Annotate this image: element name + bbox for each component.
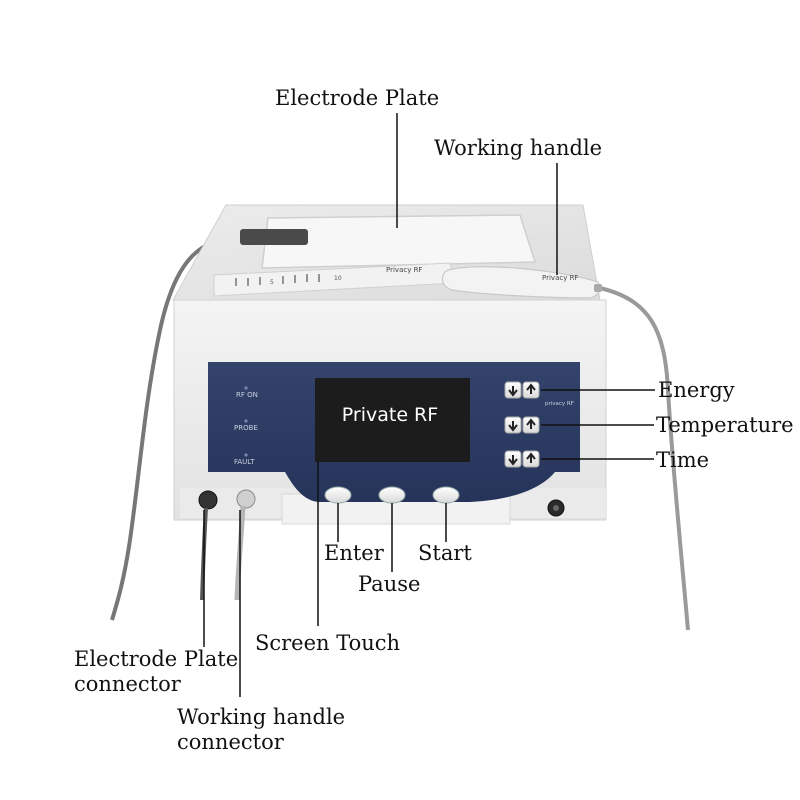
electrode-plate-cable bbox=[110, 234, 243, 621]
touch-screen[interactable] bbox=[315, 378, 470, 462]
indicator-rf-on: RF ON bbox=[236, 391, 258, 399]
plate-scale-10: 10 bbox=[334, 275, 342, 282]
label-start: Start bbox=[418, 541, 472, 565]
energy-buttons bbox=[504, 381, 540, 399]
working-handle-connector[interactable] bbox=[236, 489, 256, 509]
label-electrode-plate-connector: Electrode Plate connector bbox=[74, 647, 239, 696]
rf-on-led bbox=[244, 386, 248, 390]
label-working-handle: Working handle bbox=[434, 136, 603, 160]
plate-brand-text: Privacy RF bbox=[386, 266, 422, 274]
electrode-plate-clip bbox=[240, 229, 308, 245]
power-knob-center bbox=[553, 505, 559, 511]
label-working-handle-connector: Working handle connector bbox=[177, 705, 346, 754]
label-electrode-plate: Electrode Plate bbox=[275, 86, 440, 110]
pause-button[interactable] bbox=[378, 486, 406, 504]
label-screen-touch: Screen Touch bbox=[255, 631, 401, 655]
time-buttons bbox=[504, 450, 540, 468]
scale-ticks bbox=[235, 274, 320, 286]
energy-down-arrow-icon bbox=[508, 386, 518, 397]
working-handle-cable bbox=[599, 286, 690, 631]
label-energy: Energy bbox=[658, 378, 735, 402]
handle-brand-text: Privacy RF bbox=[542, 274, 578, 282]
plate-scale-5: 5 bbox=[270, 279, 274, 286]
start-button[interactable] bbox=[432, 486, 460, 504]
enter-button[interactable] bbox=[324, 486, 352, 504]
leader-lines bbox=[203, 113, 655, 697]
label-time: Time bbox=[656, 448, 710, 472]
panel-brand-tag: privacy RF bbox=[545, 401, 574, 407]
label-temperature: Temperature bbox=[656, 413, 794, 437]
indicator-probe: PROBE bbox=[234, 424, 258, 432]
temperature-down-arrow-icon bbox=[508, 421, 518, 432]
screen-text: Private RF bbox=[342, 404, 438, 426]
electrode-plate bbox=[261, 214, 537, 269]
energy-up-arrow-icon bbox=[526, 383, 536, 394]
time-up-arrow-icon bbox=[526, 452, 536, 463]
temperature-up-arrow-icon bbox=[526, 418, 536, 429]
handle-tip bbox=[594, 284, 602, 292]
label-enter: Enter bbox=[324, 541, 384, 565]
fault-led bbox=[244, 453, 248, 457]
working-handle bbox=[441, 266, 601, 299]
probe-led bbox=[244, 419, 248, 423]
indicator-fault: FAULT bbox=[234, 458, 255, 466]
label-pause: Pause bbox=[358, 572, 421, 596]
temperature-buttons bbox=[504, 416, 540, 434]
electrode-plate-connector[interactable] bbox=[198, 490, 218, 510]
time-down-arrow-icon bbox=[508, 455, 518, 466]
